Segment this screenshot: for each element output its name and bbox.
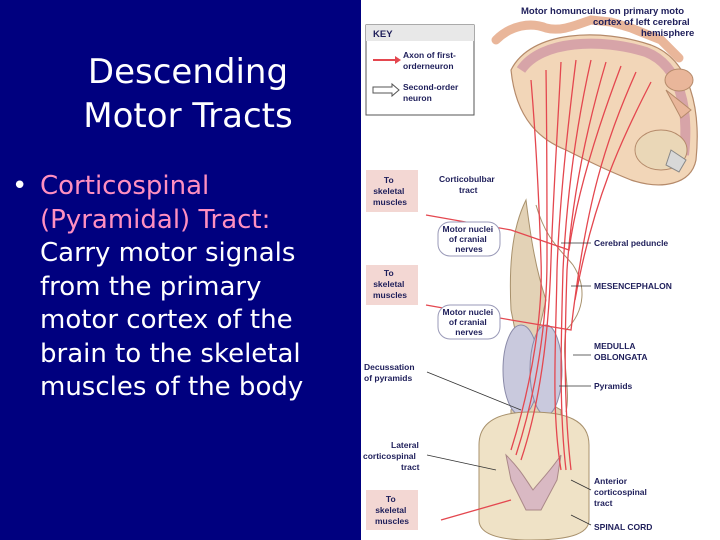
lateral-corticospinal-label: Lateral corticospinal tract	[363, 440, 421, 472]
decussation-label: Decussation of pyramids	[364, 362, 417, 383]
motor-nuclei-label-1: Motor nuclei of cranial nerves	[443, 224, 496, 254]
title-line-1: Descending	[87, 52, 289, 92]
key-second-arrow-icon	[372, 82, 400, 98]
cerebral-peduncle-label: Cerebral peduncle	[594, 238, 668, 248]
medulla-label: MEDULLA OBLONGATA	[594, 341, 648, 362]
brainstem-right-half	[535, 204, 583, 413]
key-title: KEY	[373, 29, 393, 40]
motor-nerve-fibre-bottom	[440, 499, 512, 521]
homunculus-figure	[491, 15, 684, 63]
bullet-body-line: motor cortex of the	[40, 305, 293, 335]
spinal-cord-section	[478, 411, 590, 540]
homunculus-tongue	[665, 89, 692, 119]
key-axon-arrowhead-icon	[395, 56, 401, 64]
corticobulbar-label: Corticobulbar tract	[439, 174, 497, 195]
to-skeletal-box-1	[366, 170, 418, 212]
pyramids-label: Pyramids	[594, 381, 633, 391]
title-line-2: Motor Tracts	[83, 96, 293, 136]
key-second-order-label: Second-order neuron	[403, 82, 461, 103]
spinal-gray-matter	[505, 453, 562, 511]
key-header-bar	[366, 25, 474, 41]
motor-nuclei-box-2	[437, 304, 501, 340]
bullet-body-line: from the primary	[40, 271, 262, 302]
diagram-panel: Motor homunculus on primary moto cortex …	[361, 0, 720, 540]
to-skeletal-label-1: To skeletal muscles	[373, 175, 407, 207]
bullet-body-line: Carry motor signals	[40, 238, 296, 268]
slide-text-panel: Descending Motor Tracts • Corticospinal …	[12, 50, 356, 405]
anterior-corticospinal-label: Anterior corticospinal tract	[594, 476, 649, 508]
mesencephalon-label: MESENCEPHALON	[594, 281, 672, 291]
slide-title: Descending Motor Tracts	[20, 50, 356, 138]
bullet-heading-line-1: Corticospinal	[40, 171, 210, 201]
key-axon-label: Axon of first- orderneuron	[403, 50, 458, 71]
to-skeletal-label-2: To skeletal muscles	[373, 268, 407, 300]
homunculus-face	[664, 68, 694, 92]
homunculus-label: Motor homunculus on primary moto cortex …	[521, 6, 694, 39]
bullet-dot-icon: •	[12, 171, 28, 201]
descending-tracts-diagram: Motor homunculus on primary moto cortex …	[363, 6, 698, 540]
first-order-axons	[510, 59, 652, 471]
bullet-body-line: brain to the skeletal	[40, 338, 301, 369]
motor-nuclei-label-2: Motor nuclei of cranial nerves	[443, 307, 496, 337]
bullet-heading-line-2: (Pyramidal) Tract:	[40, 204, 271, 235]
to-skeletal-label-3: To skeletal muscles	[375, 494, 409, 526]
bullet-text: Corticospinal (Pyramidal) Tract: Carry m…	[40, 170, 350, 405]
spinal-cord-label: SPINAL CORD	[594, 522, 652, 532]
to-skeletal-box-2	[366, 265, 418, 305]
motor-nuclei-box-1	[437, 221, 501, 257]
to-skeletal-box-3	[366, 490, 418, 530]
leader-lines	[426, 242, 592, 526]
larynx-icon	[665, 149, 687, 173]
bullet-body-line: muscles of the body	[40, 372, 304, 402]
